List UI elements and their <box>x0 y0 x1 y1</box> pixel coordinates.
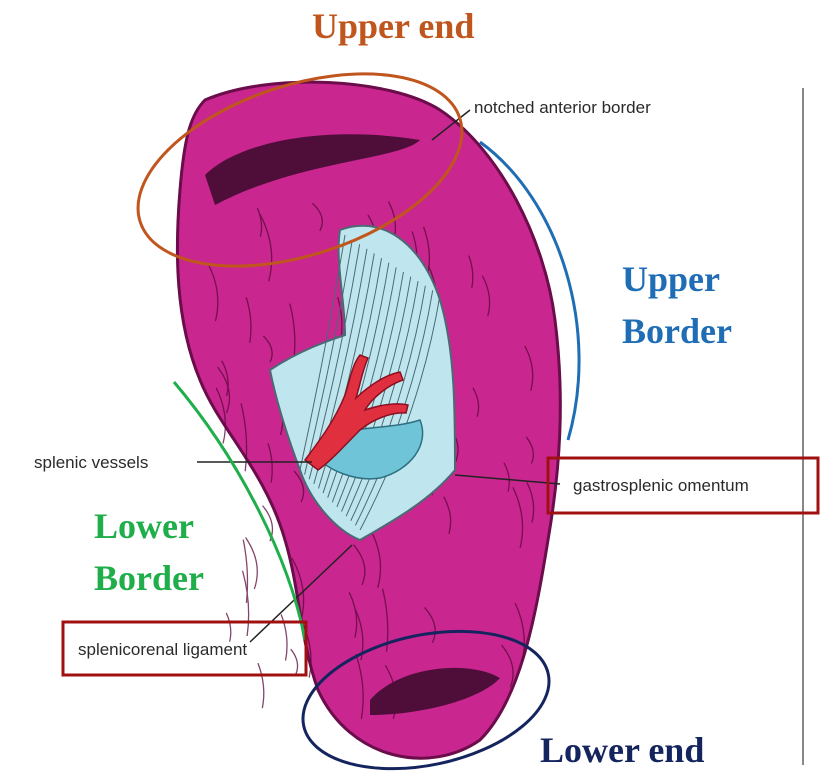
upper-end-heading: Upper end <box>312 6 474 46</box>
notched-anterior-border-label: notched anterior border <box>474 98 651 117</box>
upper-border-heading-line2: Border <box>622 311 732 351</box>
gastrosplenic-omentum-label: gastrosplenic omentum <box>573 476 749 495</box>
lower-end-heading: Lower end <box>540 730 704 770</box>
splenicorenal-ligament-label: splenicorenal ligament <box>78 640 247 659</box>
lower-border-heading-line1: Lower <box>94 506 194 546</box>
texture-stroke <box>258 663 264 708</box>
texture-stroke <box>291 649 298 674</box>
lower-border-heading-line2: Border <box>94 558 204 598</box>
texture-stroke <box>226 613 231 642</box>
splenic-vessels-label: splenic vessels <box>34 453 148 472</box>
texture-stroke <box>243 540 247 603</box>
upper-border-heading-line1: Upper <box>622 259 720 299</box>
